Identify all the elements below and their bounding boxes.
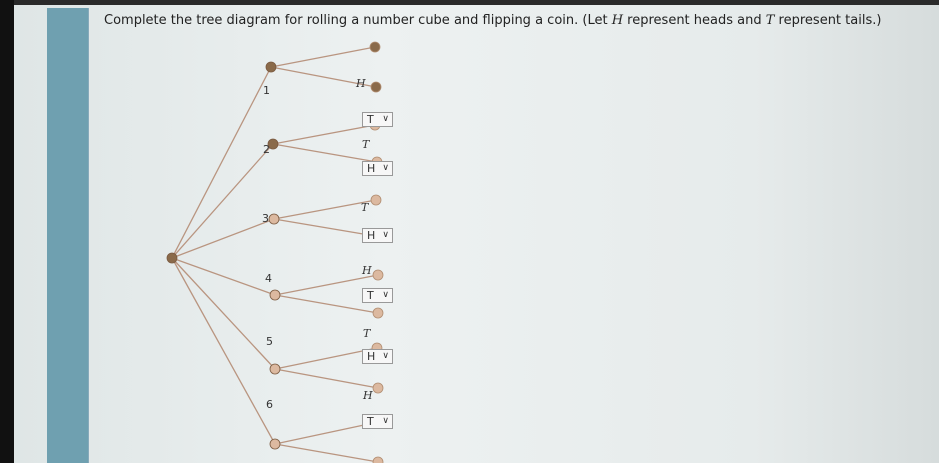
leaf-node bbox=[372, 307, 384, 319]
coin-label: T bbox=[362, 138, 370, 151]
die-node-4 bbox=[269, 289, 281, 301]
var-t: T bbox=[765, 13, 775, 28]
leaf-node bbox=[372, 269, 384, 281]
die-node-6 bbox=[269, 438, 281, 450]
chevron-down-icon: ∨ bbox=[382, 416, 389, 426]
branch-line-coin bbox=[272, 124, 376, 145]
branch-line-coin bbox=[274, 421, 379, 445]
leaf-node bbox=[369, 41, 381, 53]
leaf-node bbox=[370, 194, 382, 206]
q3: represent tails.) bbox=[774, 13, 882, 28]
die-label: 4 bbox=[265, 272, 272, 285]
chevron-down-icon: ∨ bbox=[382, 114, 389, 124]
branch-line-die-5 bbox=[171, 257, 276, 370]
branch-line-die-3 bbox=[171, 218, 275, 259]
die-node-5 bbox=[269, 363, 281, 375]
branch-line-die-2 bbox=[171, 143, 274, 259]
coin-label: H bbox=[363, 389, 373, 402]
coin-dropdown[interactable]: H∨ bbox=[362, 349, 393, 364]
die-label: 2 bbox=[263, 143, 270, 156]
dropdown-value: H bbox=[367, 229, 376, 242]
coin-dropdown[interactable]: H∨ bbox=[362, 228, 393, 243]
branch-line-coin bbox=[274, 294, 379, 314]
chevron-down-icon: ∨ bbox=[382, 163, 389, 173]
chevron-down-icon: ∨ bbox=[382, 351, 389, 361]
branch-line-coin bbox=[273, 218, 376, 237]
root-node bbox=[166, 252, 178, 264]
branch-line-die-4 bbox=[171, 257, 276, 296]
chevron-down-icon: ∨ bbox=[382, 230, 389, 240]
top-bar bbox=[14, 0, 939, 5]
left-strip bbox=[47, 8, 89, 463]
chevron-down-icon: ∨ bbox=[382, 290, 389, 300]
die-node-2 bbox=[267, 138, 279, 150]
q1: Complete the tree diagram for rolling a … bbox=[104, 13, 612, 28]
die-label: 1 bbox=[263, 84, 270, 97]
screen-bezel bbox=[0, 0, 14, 463]
coin-dropdown[interactable]: H∨ bbox=[362, 161, 393, 176]
branch-line-die-6 bbox=[171, 257, 276, 445]
coin-dropdown[interactable]: T∨ bbox=[362, 414, 393, 429]
coin-label: H bbox=[356, 77, 366, 90]
die-label: 5 bbox=[266, 335, 273, 348]
dropdown-value: H bbox=[367, 350, 376, 363]
branch-line-coin bbox=[274, 274, 379, 296]
branch-line-coin bbox=[274, 347, 378, 370]
dropdown-value: T bbox=[367, 113, 374, 126]
leaf-node bbox=[370, 81, 382, 93]
leaf-node bbox=[372, 382, 384, 394]
var-h: H bbox=[611, 13, 624, 28]
coin-dropdown[interactable]: T∨ bbox=[362, 112, 393, 127]
branch-line-coin bbox=[274, 443, 379, 463]
dropdown-value: T bbox=[367, 415, 374, 428]
branch-line-coin bbox=[273, 199, 377, 220]
die-node-1 bbox=[265, 61, 277, 73]
branch-line-coin bbox=[272, 143, 378, 163]
coin-dropdown[interactable]: T∨ bbox=[362, 288, 393, 303]
dropdown-value: T bbox=[367, 289, 374, 302]
leaf-node bbox=[372, 456, 384, 463]
branch-line-coin bbox=[270, 66, 377, 88]
branch-line-coin bbox=[270, 46, 376, 68]
coin-label: T bbox=[361, 201, 369, 214]
branch-line-die-1 bbox=[171, 66, 272, 259]
die-label: 3 bbox=[262, 212, 269, 225]
dropdown-value: H bbox=[367, 162, 376, 175]
die-label: 6 bbox=[266, 398, 273, 411]
coin-label: T bbox=[363, 327, 371, 340]
question-text: Complete the tree diagram for rolling a … bbox=[104, 13, 881, 28]
branch-line-coin bbox=[274, 368, 379, 389]
content-panel bbox=[14, 5, 939, 463]
die-node-3 bbox=[268, 213, 280, 225]
q2: represent heads and bbox=[623, 13, 766, 28]
coin-label: H bbox=[362, 264, 372, 277]
